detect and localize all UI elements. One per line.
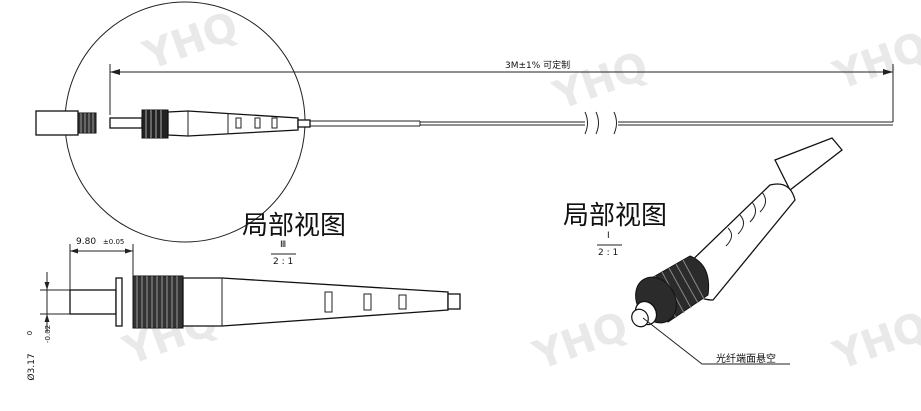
fiber-note: 光纤端面悬空	[716, 354, 776, 365]
detail-view-2-id: Ⅰ	[607, 231, 610, 241]
dim-diameter-label: Ø3.17	[27, 331, 41, 403]
svg-text:YHQ: YHQ	[827, 23, 921, 100]
dim-diameter-lines	[40, 272, 70, 332]
svg-text:YHQ: YHQ	[547, 43, 654, 120]
detail-view-1-scale: 2 : 1	[273, 257, 294, 267]
svg-text:YHQ: YHQ	[527, 303, 634, 380]
connector-perspective	[631, 137, 843, 365]
dim-length-value: 9.80 ±0.05	[76, 237, 124, 247]
dim-length-lines	[69, 244, 134, 290]
svg-text:YHQ: YHQ	[827, 303, 921, 380]
length-dimension	[109, 64, 894, 122]
dim-diameter-tol-upper: 0	[26, 330, 35, 336]
detail-view-1-title: 局部视图	[242, 211, 347, 241]
connector-top	[109, 109, 311, 139]
detail-view-1-id: Ⅲ	[280, 240, 287, 250]
svg-text:YHQ: YHQ	[137, 3, 244, 80]
detail-view-2-title: 局部视图	[563, 201, 668, 231]
length-label: 3M±1% 可定制	[505, 61, 571, 71]
cable-top	[310, 111, 893, 135]
dim-diameter-tol-lower: -0.02	[44, 324, 52, 343]
dim-length-tolerance: ±0.05	[102, 238, 125, 246]
dust-cap-top	[35, 110, 97, 136]
dim-diameter-value: Ø3.17	[27, 353, 37, 381]
watermark-group: YHQ YHQ YHQ YHQ YHQ YHQ	[117, 3, 921, 380]
connector-detail	[69, 275, 461, 329]
dim-length-number: 9.80	[76, 237, 97, 247]
detail-view-2-scale: 2 : 1	[598, 248, 619, 258]
